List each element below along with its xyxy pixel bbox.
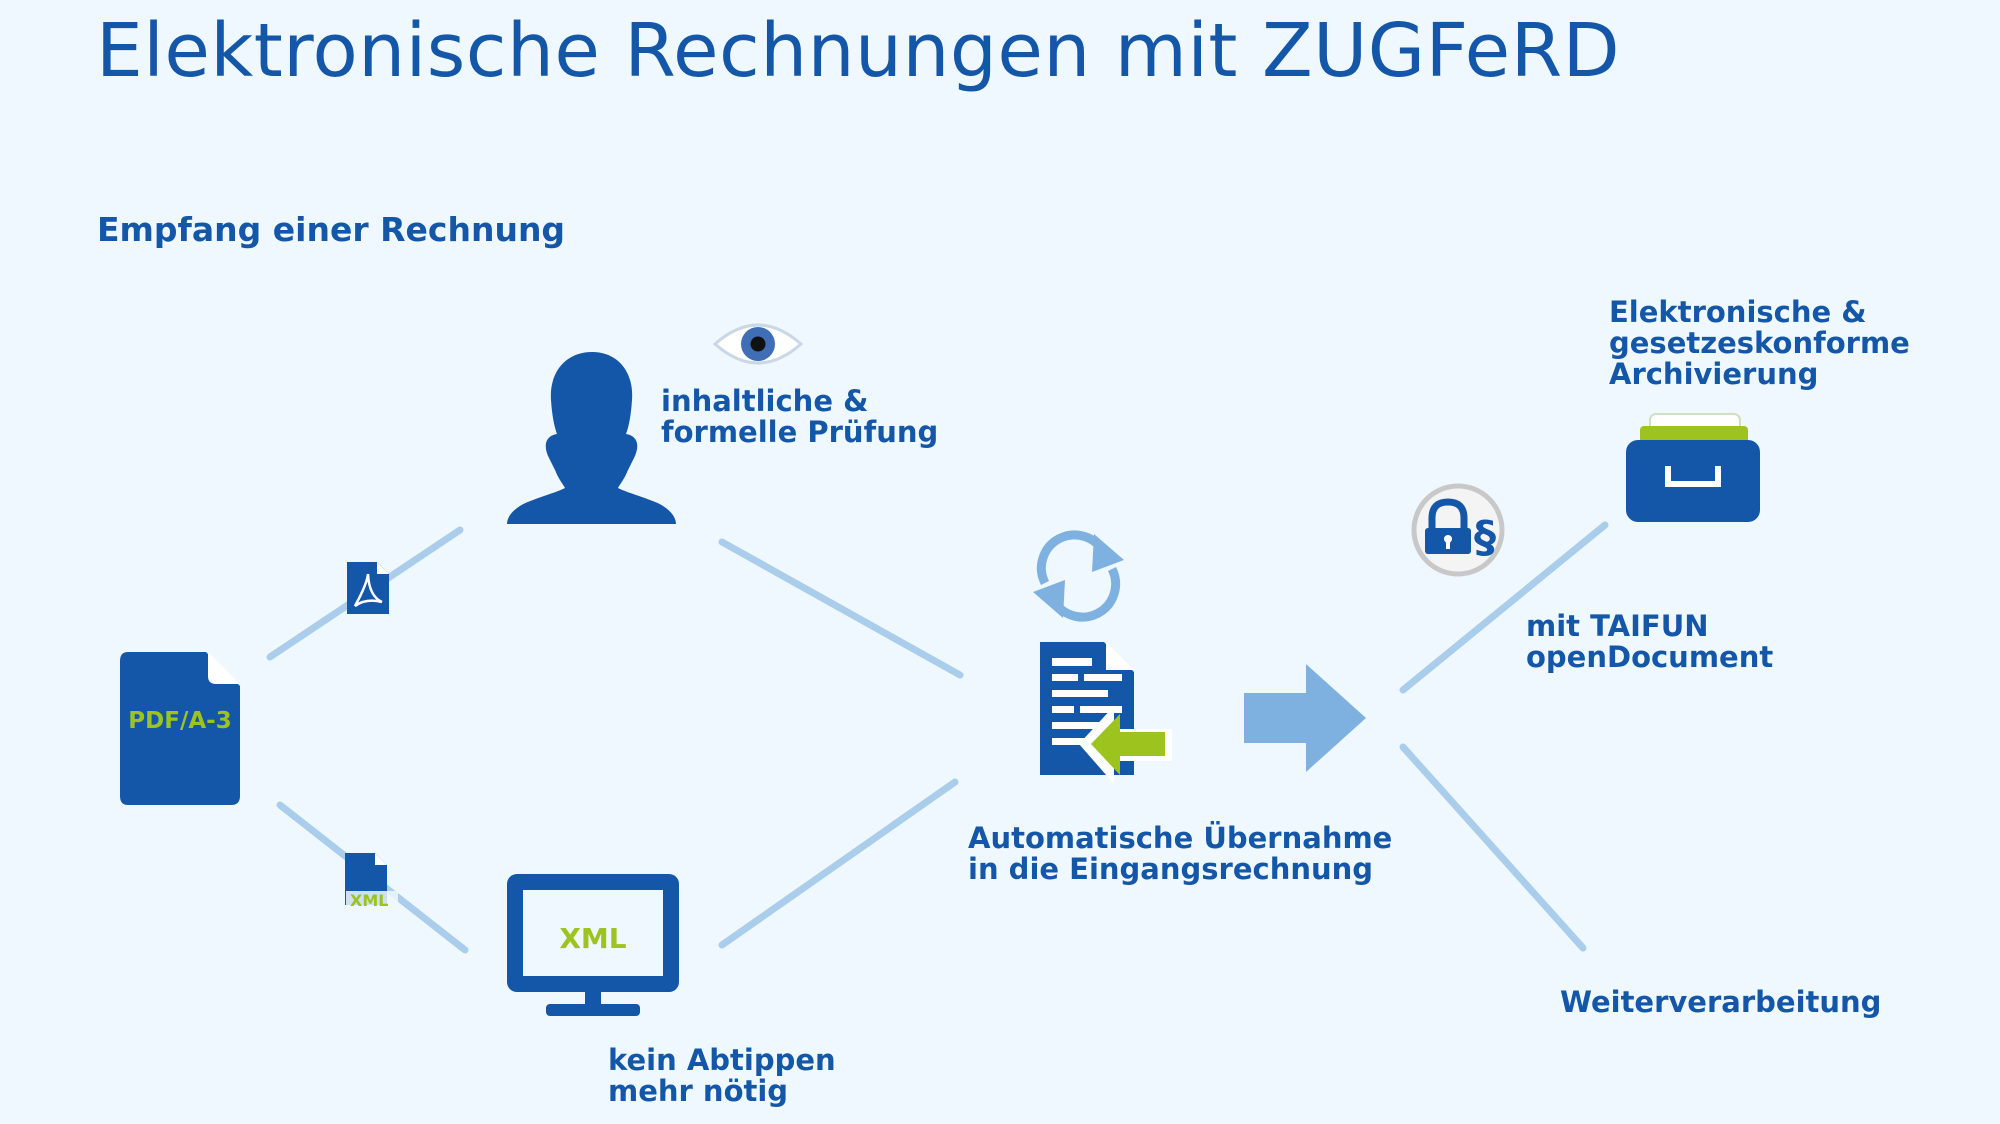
archiving-label-line3: Archivierung [1609,357,1819,391]
archiving-label-line1: Elektronische & [1609,295,1867,329]
connector-person-to-import [718,538,964,679]
monitor-icon: XML [507,874,679,1016]
review-label-line2: formelle Prüfung [661,415,939,449]
auto-import-label-line1: Automatische Übernahme [968,821,1393,855]
page-subtitle: Empfang einer Rechnung [97,210,566,249]
connector-to-archive [1399,521,1609,694]
auto-import-label-line2: in die Eingangsrechnung [968,852,1374,886]
paragraph-symbol: § [1474,512,1496,563]
connector-to-processing [1399,743,1587,952]
archiving-label-line2: gesetzeskonforme [1609,326,1910,360]
pdf-document-label: PDF/A-3 [128,708,231,734]
auto-import-label: Automatische Übernahme in die Eingangsre… [968,823,1392,885]
eye-icon [712,323,804,365]
taifun-label-line2: openDocument [1526,640,1774,674]
no-typing-label-line2: mehr nötig [608,1074,789,1108]
xml-file-icon: XML [345,853,398,910]
monitor-xml-label: XML [559,922,626,955]
no-typing-label: kein Abtippen mehr nötig [608,1045,836,1107]
archive-drawer-icon [1626,413,1760,522]
connector-monitor-to-import [718,778,959,949]
person-icon [507,352,676,524]
pdf-document-icon: PDF/A-3 [120,652,240,805]
document-import-icon [1040,642,1172,784]
review-label: inhaltliche & formelle Prüfung [661,386,938,448]
further-processing-label: Weiterverarbeitung [1560,985,1882,1019]
flow-arrow-icon [1244,664,1366,772]
archiving-label: Elektronische & gesetzeskonforme Archivi… [1609,297,1910,390]
sync-icon [1033,530,1124,622]
page-title: Elektronische Rechnungen mit ZUGFeRD [96,8,1621,94]
taifun-label: mit TAIFUN openDocument [1526,611,1773,673]
xml-file-label: XML [350,891,388,910]
pdf-file-icon [347,562,389,614]
no-typing-label-line1: kein Abtippen [608,1043,836,1077]
lock-paragraph-icon: § [1411,483,1505,577]
taifun-label-line1: mit TAIFUN [1526,609,1709,643]
review-label-line1: inhaltliche & [661,384,869,418]
